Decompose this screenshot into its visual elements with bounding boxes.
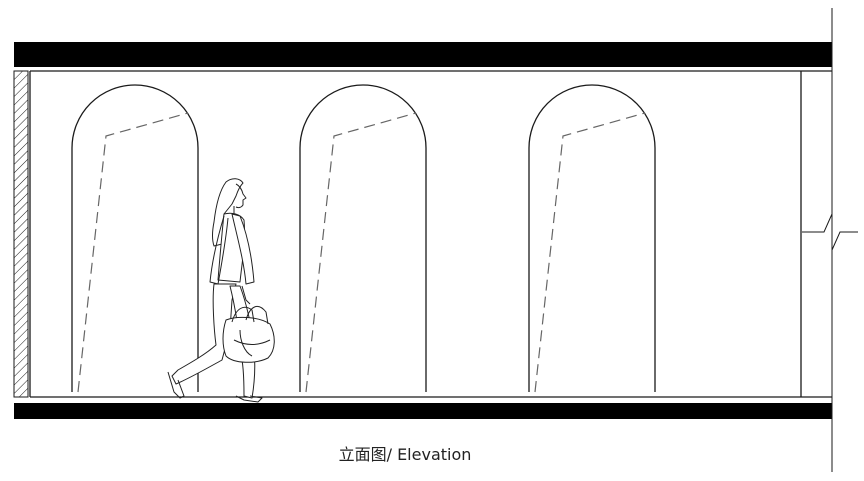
arch-3: [528, 84, 656, 393]
drawing-caption: 立面图/ Elevation: [338, 445, 472, 464]
arch-2: [299, 84, 427, 393]
top-slab: [14, 42, 832, 67]
arch-2-dashed-door: [305, 112, 417, 393]
left-wall-hatch: [13, 70, 29, 398]
arch-3-dashed-door: [534, 112, 646, 393]
handbag: [222, 316, 275, 363]
bottom-slab: [14, 403, 832, 419]
arch-1: [71, 84, 199, 393]
break-line: [802, 213, 858, 251]
woman-figure: [167, 178, 275, 403]
arch-1-dashed-door: [77, 112, 189, 393]
